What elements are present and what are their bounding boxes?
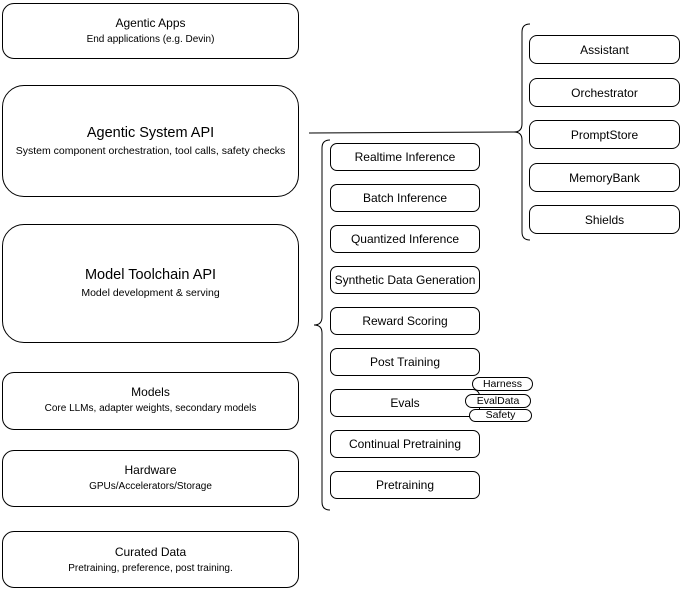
component-box-orchestrator: Orchestrator	[529, 78, 680, 107]
layer-title: Model Toolchain API	[84, 267, 217, 283]
toolchain-box-synthetic-data-generation: Synthetic Data Generation	[330, 266, 480, 294]
layer-box-model-toolchain-api: Model Toolchain API Model development & …	[2, 224, 299, 343]
layer-title: Curated Data	[114, 545, 187, 559]
toolchain-label: Continual Pretraining	[348, 437, 462, 451]
evals-tag-harness: Harness	[472, 377, 533, 391]
layer-title: Agentic Apps	[115, 16, 186, 30]
toolchain-box-pretraining: Pretraining	[330, 471, 480, 499]
toolchain-label: Post Training	[369, 355, 441, 369]
layer-subtitle: Model development & serving	[81, 287, 220, 299]
layer-subtitle: End applications (e.g. Devin)	[86, 34, 215, 45]
layer-subtitle: Core LLMs, adapter weights, secondary mo…	[44, 403, 257, 414]
toolchain-box-realtime-inference: Realtime Inference	[330, 143, 480, 171]
layer-subtitle: System component orchestration, tool cal…	[15, 145, 286, 157]
toolchain-label: Realtime Inference	[354, 150, 456, 164]
evals-tag-evaldata: EvalData	[465, 394, 531, 408]
toolchain-box-reward-scoring: Reward Scoring	[330, 307, 480, 335]
layer-subtitle: GPUs/Accelerators/Storage	[89, 481, 212, 492]
toolchain-box-evals: Evals	[330, 389, 480, 417]
component-box-memorybank: MemoryBank	[529, 163, 680, 192]
layer-box-agentic-system-api: Agentic System API System component orch…	[2, 85, 299, 197]
toolchain-brace-connector	[313, 139, 331, 511]
evals-tag-label: EvalData	[476, 394, 520, 407]
evals-tag-label: Safety	[485, 409, 516, 421]
system-api-connector-line	[308, 131, 515, 134]
evals-tag-label: Harness	[482, 377, 523, 390]
toolchain-box-continual-pretraining: Continual Pretraining	[330, 430, 480, 458]
layer-box-agentic-apps: Agentic Apps End applications (e.g. Devi…	[2, 3, 299, 59]
toolchain-label: Batch Inference	[362, 191, 448, 205]
component-box-promptstore: PromptStore	[529, 120, 680, 149]
toolchain-box-post-training: Post Training	[330, 348, 480, 376]
system-components-brace-connector	[513, 23, 531, 241]
toolchain-label: Quantized Inference	[350, 232, 460, 246]
toolchain-box-batch-inference: Batch Inference	[330, 184, 480, 212]
layer-box-models: Models Core LLMs, adapter weights, secon…	[2, 372, 299, 430]
component-box-assistant: Assistant	[529, 35, 680, 64]
component-label: PromptStore	[570, 127, 639, 142]
evals-tag-safety: Safety	[469, 409, 532, 422]
component-label: Shields	[584, 212, 625, 227]
toolchain-label: Synthetic Data Generation	[334, 273, 476, 287]
layer-title: Hardware	[124, 463, 177, 477]
component-label: Assistant	[580, 42, 629, 57]
layer-title: Agentic System API	[86, 125, 215, 141]
toolchain-label: Reward Scoring	[362, 314, 448, 328]
layer-title: Models	[131, 385, 170, 399]
component-label: Orchestrator	[571, 85, 638, 100]
layer-box-curated-data: Curated Data Pretraining, preference, po…	[2, 531, 299, 588]
toolchain-box-quantized-inference: Quantized Inference	[330, 225, 480, 253]
component-box-shields: Shields	[529, 205, 680, 234]
component-label: MemoryBank	[569, 170, 640, 185]
toolchain-label: Pretraining	[375, 478, 435, 492]
layer-box-hardware: Hardware GPUs/Accelerators/Storage	[2, 450, 299, 507]
layer-subtitle: Pretraining, preference, post training.	[68, 563, 233, 574]
toolchain-label: Evals	[390, 396, 420, 410]
